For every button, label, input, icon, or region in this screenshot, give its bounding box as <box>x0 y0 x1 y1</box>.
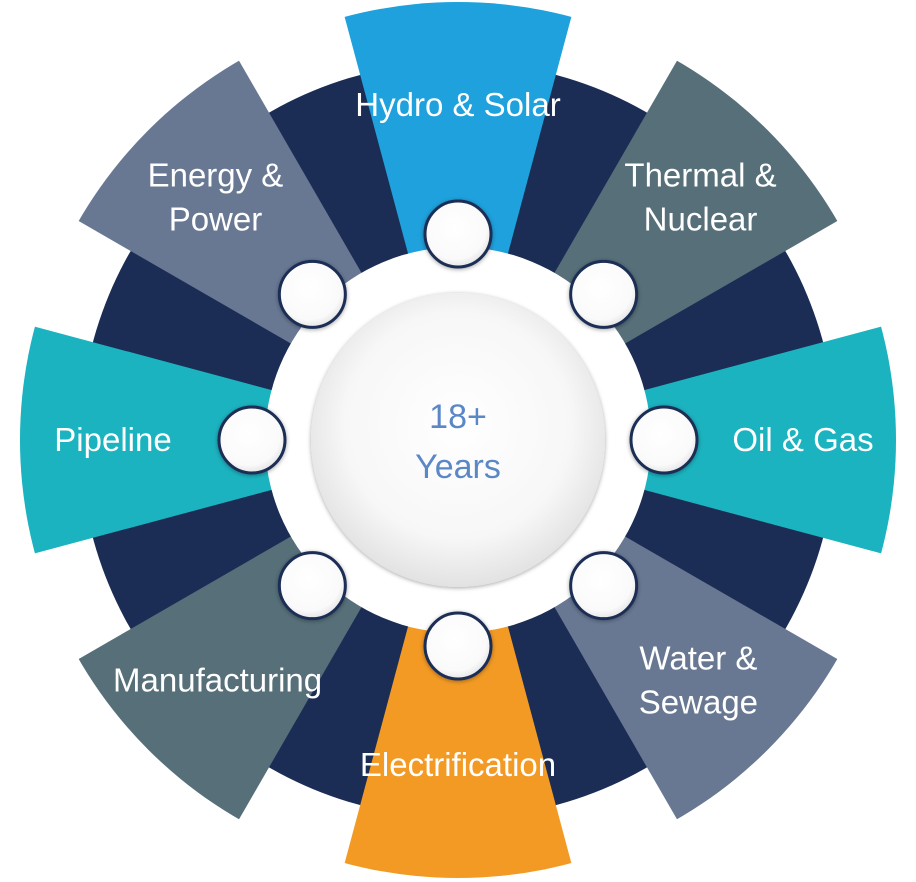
connector-bubble-hydro-solar <box>423 199 493 269</box>
segment-label-energy-power-line1: Energy & <box>148 156 284 193</box>
segment-oil-gas <box>612 322 896 558</box>
center-circle <box>311 293 605 587</box>
bubbles-layer <box>217 199 699 681</box>
segment-hydro-solar <box>340 2 576 286</box>
segment-label-thermal-nuclear-line2: Nuclear <box>644 200 758 237</box>
segment-label-electrification: Electrification <box>360 746 556 783</box>
segment-label-water-sewage-line1: Water & <box>639 639 757 676</box>
connector-bubble-electrification <box>423 611 493 681</box>
center-label-line1: 18+ <box>429 398 487 436</box>
segment-label-energy-power-line2: Power <box>169 200 263 237</box>
segment-label-thermal-nuclear-line1: Thermal & <box>624 156 776 193</box>
connector-bubble-pipeline <box>217 405 287 475</box>
segment-label-water-sewage-line2: Sewage <box>639 683 758 720</box>
connector-bubble-thermal-nuclear <box>569 259 639 329</box>
segment-label-manufacturing: Manufacturing <box>113 661 322 698</box>
center-label-line2: Years <box>415 448 501 486</box>
segment-label-pipeline: Pipeline <box>54 421 171 458</box>
segment-label-hydro-solar: Hydro & Solar <box>355 86 560 123</box>
segment-pipeline <box>20 322 304 558</box>
connector-bubble-manufacturing <box>277 551 347 621</box>
segment-label-oil-gas: Oil & Gas <box>732 421 873 458</box>
connector-bubble-water-sewage <box>569 551 639 621</box>
connector-bubble-oil-gas <box>629 405 699 475</box>
segment-electrification <box>340 594 576 878</box>
connector-bubble-energy-power <box>277 259 347 329</box>
